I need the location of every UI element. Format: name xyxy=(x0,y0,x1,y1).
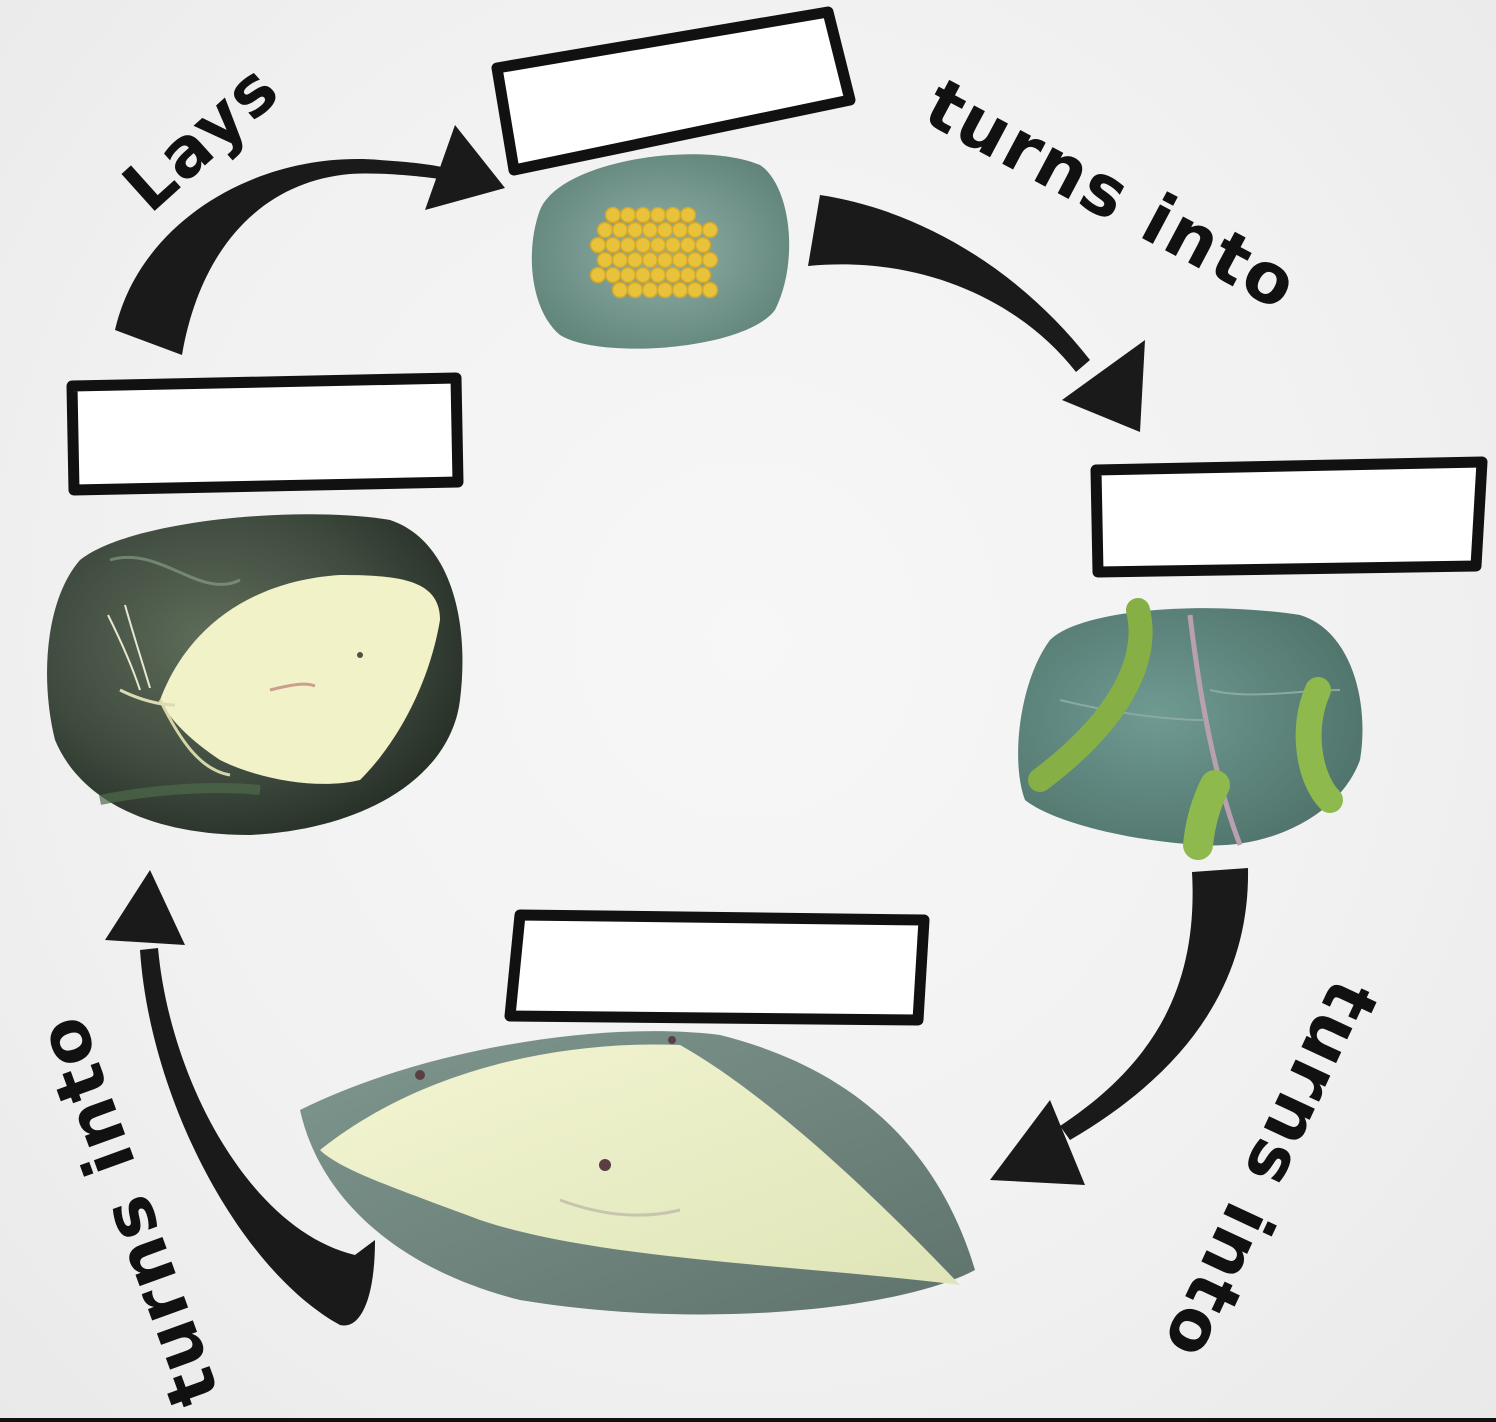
egg xyxy=(591,268,606,283)
eggs-image xyxy=(532,154,789,348)
egg xyxy=(666,268,681,283)
egg xyxy=(628,223,643,238)
butterfly-label-box[interactable] xyxy=(72,378,458,490)
egg xyxy=(673,253,688,268)
egg xyxy=(651,238,666,253)
egg xyxy=(651,268,666,283)
egg xyxy=(688,223,703,238)
egg xyxy=(666,208,681,223)
egg xyxy=(591,238,606,253)
egg xyxy=(673,223,688,238)
egg xyxy=(688,253,703,268)
egg xyxy=(651,208,666,223)
turns-into-label-3: turns into xyxy=(19,1005,236,1417)
egg xyxy=(658,283,673,298)
pupa-label-box[interactable] xyxy=(510,915,924,1020)
egg xyxy=(613,283,628,298)
egg xyxy=(696,238,711,253)
bottom-edge xyxy=(0,1418,1496,1422)
caterpillar-image xyxy=(1018,608,1362,845)
egg xyxy=(636,238,651,253)
egg xyxy=(636,268,651,283)
egg xyxy=(658,223,673,238)
egg xyxy=(703,253,718,268)
caterpillar-3 xyxy=(1198,785,1215,845)
egg xyxy=(606,238,621,253)
egg xyxy=(658,253,673,268)
egg xyxy=(621,208,636,223)
egg xyxy=(681,238,696,253)
egg xyxy=(643,253,658,268)
pupa-image xyxy=(300,1031,975,1314)
caterpillar-label-box[interactable] xyxy=(1096,462,1482,572)
egg xyxy=(628,283,643,298)
egg xyxy=(703,283,718,298)
eggs-label-box[interactable] xyxy=(497,12,850,170)
egg xyxy=(681,208,696,223)
egg xyxy=(673,283,688,298)
egg xyxy=(643,223,658,238)
arrow-turns-into-2 xyxy=(990,868,1248,1185)
egg xyxy=(598,223,613,238)
egg xyxy=(606,208,621,223)
egg xyxy=(606,268,621,283)
egg xyxy=(621,268,636,283)
egg xyxy=(703,223,718,238)
egg xyxy=(681,268,696,283)
egg xyxy=(643,283,658,298)
egg xyxy=(696,268,711,283)
egg xyxy=(613,223,628,238)
egg xyxy=(621,238,636,253)
egg xyxy=(613,253,628,268)
egg xyxy=(636,208,651,223)
egg xyxy=(666,238,681,253)
egg xyxy=(628,253,643,268)
butterfly-image xyxy=(47,514,462,835)
egg xyxy=(688,283,703,298)
egg xyxy=(598,253,613,268)
